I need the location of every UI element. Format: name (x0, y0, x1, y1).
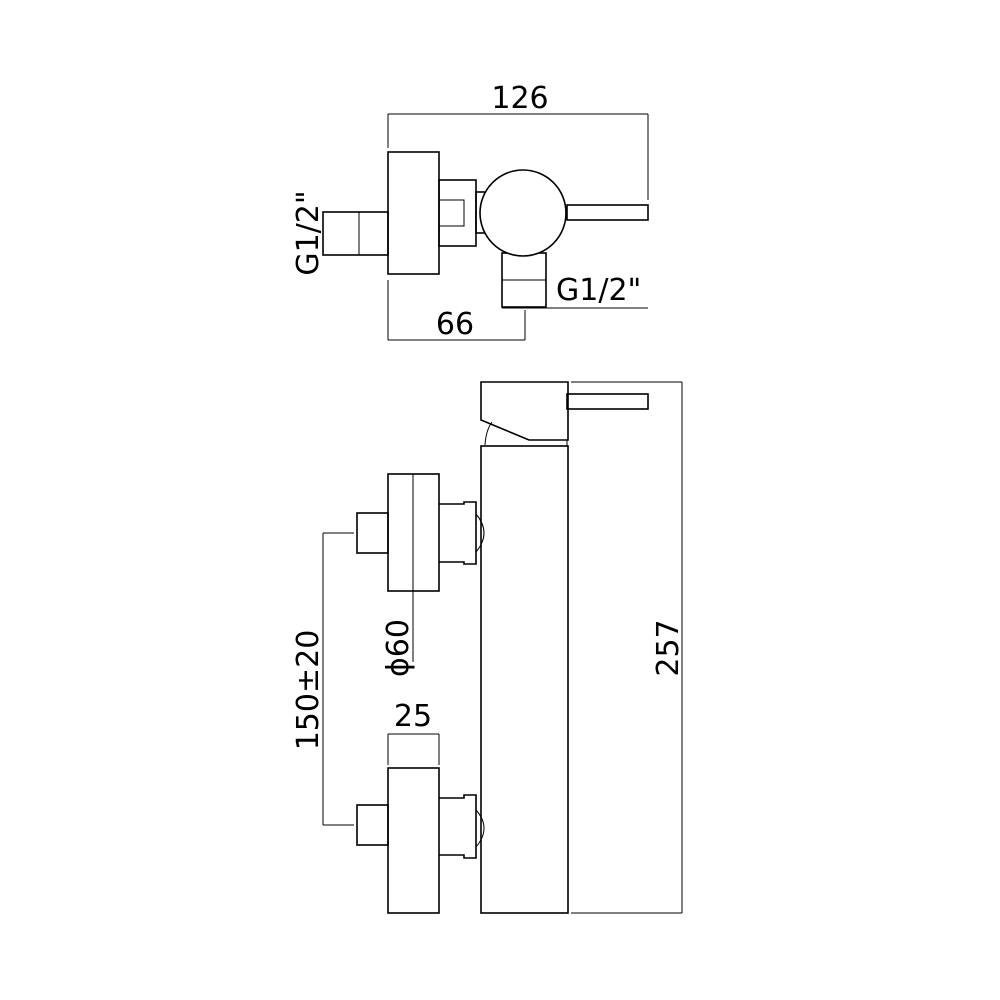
connector (438, 179, 477, 247)
dim-66: 66 (436, 307, 474, 342)
lever (566, 204, 649, 221)
side-view: 257 ϕ60 150±20 25 (291, 381, 686, 914)
dim-25: 25 (394, 699, 432, 734)
lower-flange (387, 767, 440, 914)
top-view: 126 66 G1/2" G1/2" (291, 81, 649, 342)
inlet-thread-label: G1/2" (291, 190, 326, 275)
side-lever (566, 393, 649, 410)
dim-126: 126 (491, 81, 548, 116)
inlet-pipe (322, 211, 389, 256)
outlet-thread-label: G1/2" (556, 273, 641, 308)
handle-head (480, 381, 569, 441)
body-column (480, 445, 569, 914)
dim-257: 257 (651, 619, 686, 676)
mixer-body (479, 169, 567, 257)
dim-150: 150±20 (291, 630, 326, 751)
dim-diameter-60: ϕ60 (381, 619, 416, 677)
flange (387, 151, 440, 275)
